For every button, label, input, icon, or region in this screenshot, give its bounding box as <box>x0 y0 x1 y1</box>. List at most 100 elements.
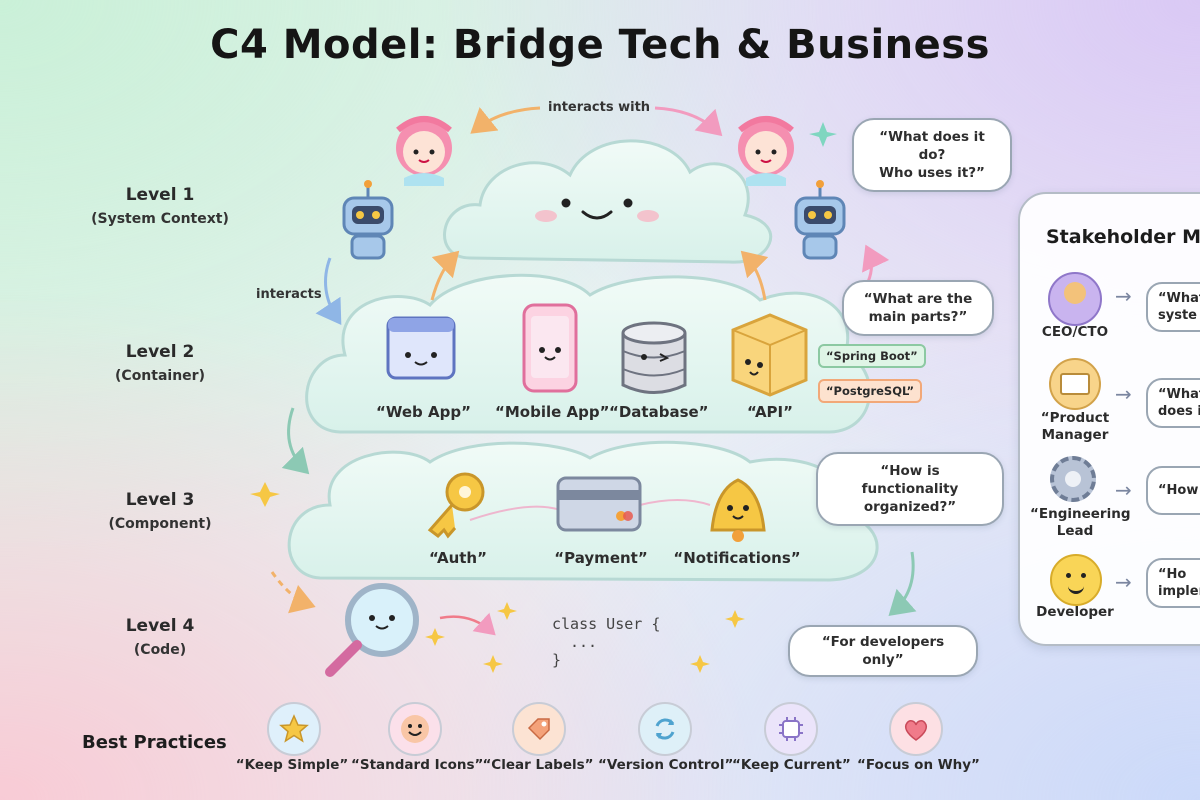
arrow-up-left <box>430 250 460 301</box>
tag-postgresql: “PostgreSQL” <box>818 379 923 403</box>
arrow-interacts-vertical <box>315 257 342 325</box>
page-title: C4 Model: Bridge Tech & Business <box>210 22 990 68</box>
role-bubble-el-line1: “How is <box>1158 483 1200 498</box>
credit-card-icon <box>556 476 642 532</box>
chip-icon <box>764 702 818 756</box>
best-practice-label-standard-icons: “Standard Icons” <box>351 757 484 773</box>
role-bubble-ceo-line2: syste <box>1158 308 1197 323</box>
tag-spring-boot: “Spring Boot” <box>818 344 926 368</box>
role-el-line1: “Engineering <box>1030 506 1131 522</box>
level3-label: Level 3 (Component) <box>60 488 260 536</box>
cloud-eye-left <box>561 198 571 208</box>
level1-label: Level 1 (System Context) <box>60 183 260 231</box>
web-app-icon <box>386 316 456 380</box>
arrow-right-icon: → <box>1115 382 1132 406</box>
code-line-3: } <box>552 651 562 669</box>
component-connector <box>469 499 711 521</box>
best-practice-label-focus-on-why: “Focus on Why” <box>857 757 980 773</box>
best-practice-label-keep-current: “Keep Current” <box>732 757 851 773</box>
level3-question-bubble: “How is functionality organized?” <box>816 452 1004 526</box>
refresh-icon <box>638 702 692 756</box>
interacts-label: interacts <box>256 287 322 302</box>
role-label-engineering-lead: “Engineering Lead <box>1030 506 1131 540</box>
level3-question-line1: “How is functionality <box>861 463 959 497</box>
database-icon <box>621 321 687 394</box>
role-bubble-product-manager: “What does i <box>1146 378 1200 428</box>
level2-question-bubble: “What are the main parts?” <box>842 280 994 336</box>
gear-icon <box>1050 456 1096 502</box>
level2-name: Level 2 <box>125 342 195 362</box>
stakeholder-panel-title: Stakeholder Ma <box>1046 226 1200 248</box>
role-bubble-pm-line2: does i <box>1158 404 1200 419</box>
level3-name: Level 3 <box>125 490 195 510</box>
role-bubble-ceo-line1: “What <box>1158 291 1200 306</box>
role-label-ceo: CEO/CTO <box>1030 324 1120 341</box>
best-practice-version-control <box>638 702 692 756</box>
role-dev-line1: Developer <box>1036 604 1114 620</box>
level2-sub: (Container) <box>115 368 205 384</box>
best-practice-standard-icons <box>388 702 442 756</box>
cloud-smile <box>581 210 613 220</box>
arrow-right-icon: → <box>1115 284 1132 308</box>
role-pm-line1: “Product <box>1040 410 1110 426</box>
sparkle-icons <box>250 482 745 673</box>
arrow-interacts-left <box>470 106 541 134</box>
mobile-app-icon <box>522 303 578 393</box>
code-line-2: ... <box>570 633 598 651</box>
level2-question-line2: main parts?” <box>868 309 968 325</box>
star-icon <box>267 702 321 756</box>
interacts-with-label: interacts with <box>548 100 651 115</box>
arrow-level2-to-3 <box>281 407 310 475</box>
robot-left-icon <box>342 180 394 260</box>
arrow-level3-to-4 <box>270 571 316 614</box>
bell-icon <box>710 478 766 542</box>
best-practice-keep-current <box>764 702 818 756</box>
girl-right-avatar <box>738 116 794 186</box>
best-practice-clear-labels <box>512 702 566 756</box>
component-label-auth: “Auth” <box>429 549 487 567</box>
key-icon <box>427 472 485 539</box>
level4-sub: (Code) <box>133 642 187 658</box>
level2-question-line1: “What are the <box>863 291 973 307</box>
ceo-avatar <box>1048 272 1102 326</box>
role-el-line2: Lead <box>1056 523 1094 539</box>
arrow-interacts-right <box>654 106 723 137</box>
level1-sub: (System Context) <box>91 211 229 227</box>
magnifier-arrow <box>439 612 496 636</box>
level2-label: Level 2 (Container) <box>60 340 260 388</box>
arrow-up-right <box>740 250 769 301</box>
level1-question-line2: Who uses it?” <box>879 165 985 181</box>
container-label-web-app: “Web App” <box>376 403 471 421</box>
cloud-eye-right <box>623 198 633 208</box>
role-label-developer: Developer <box>1030 604 1120 621</box>
best-practice-focus-on-why <box>889 702 943 756</box>
level4-name: Level 4 <box>125 616 195 636</box>
role-pm-line2: Manager <box>1041 427 1109 443</box>
component-label-payment: “Payment” <box>554 549 648 567</box>
component-label-notifications: “Notifications” <box>673 549 801 567</box>
code-line-1: class User { <box>552 615 661 633</box>
best-practice-label-clear-labels: “Clear Labels” <box>482 757 594 773</box>
level3-sub: (Component) <box>108 516 212 532</box>
arrow-level3-to-4-right <box>888 551 917 616</box>
cloud-blush-left <box>535 210 557 222</box>
code-snippet: class User { ... } <box>552 615 660 669</box>
role-bubble-dev-line2: implen <box>1158 584 1200 599</box>
level3-question-line2: organized?” <box>863 499 957 515</box>
role-bubble-ceo: “What syste <box>1146 282 1200 332</box>
best-practice-keep-simple <box>267 702 321 756</box>
level1-question-line1: “What does it do? <box>879 129 985 163</box>
developer-avatar <box>1050 554 1102 606</box>
cloud-blush-right <box>637 210 659 222</box>
level1-cloud <box>443 139 773 264</box>
api-cube-icon <box>731 313 808 397</box>
arrow-pink-right <box>862 244 890 283</box>
arrow-right-icon: → <box>1115 570 1132 594</box>
arrow-right-icon: → <box>1115 478 1132 502</box>
best-practice-label-keep-simple: “Keep Simple” <box>235 757 349 773</box>
level1-name: Level 1 <box>125 185 195 205</box>
magnifier-icon <box>325 583 419 677</box>
role-bubble-engineering-lead: “How is <box>1146 466 1200 515</box>
smiley-icon <box>388 702 442 756</box>
role-bubble-pm-line1: “What <box>1158 387 1200 402</box>
